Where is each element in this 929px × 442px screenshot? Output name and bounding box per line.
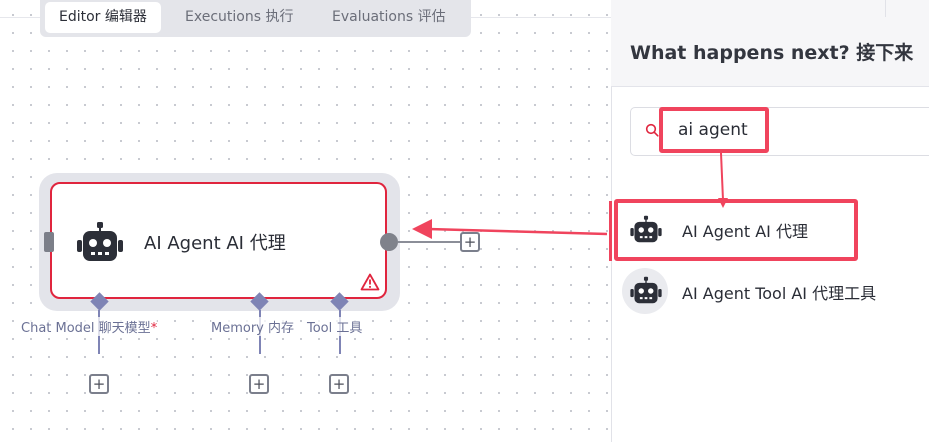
result-item-ai-agent[interactable]: AI Agent AI 代理 [682,222,808,241]
robot-icon [630,276,662,304]
tab-evaluations[interactable]: Evaluations 评估 [332,9,446,25]
chat-model-label: Chat Model 聊天模型* [21,317,158,336]
tab-editor[interactable]: Editor 编辑器 [45,2,161,33]
active-item-accent [609,201,612,261]
panel-title: What happens next? 接下来 [630,42,914,64]
view-tabs: Editor 编辑器 Executions 执行 Evaluations 评估 [40,0,471,37]
add-tool-button[interactable]: + [329,374,349,394]
add-chat-model-button[interactable]: + [89,374,109,394]
search-value[interactable]: ai agent [678,120,748,140]
panel-header [611,0,929,87]
robot-icon [630,215,662,243]
panel-top-divider [885,0,886,17]
search-icon [645,123,659,137]
node-output-handle[interactable] [380,233,398,251]
node-title: AI Agent AI 代理 [144,233,286,254]
robot-icon [77,222,123,261]
search-highlight-box [659,107,769,153]
node-input-handle[interactable] [44,232,54,252]
memory-label: Memory 内存 [211,317,295,336]
add-memory-button[interactable]: + [249,374,269,394]
result-highlight-box [614,199,858,261]
tab-executions[interactable]: Executions 执行 [185,9,294,25]
warning-icon[interactable] [360,273,380,291]
required-marker: * [150,321,158,336]
output-connection-line [398,241,460,243]
result-item-ai-agent-tool[interactable]: AI Agent Tool AI 代理工具 [682,284,877,303]
tool-label: Tool 工具 [307,317,363,336]
add-next-node-button[interactable]: + [460,232,480,252]
search-input[interactable] [630,107,929,156]
